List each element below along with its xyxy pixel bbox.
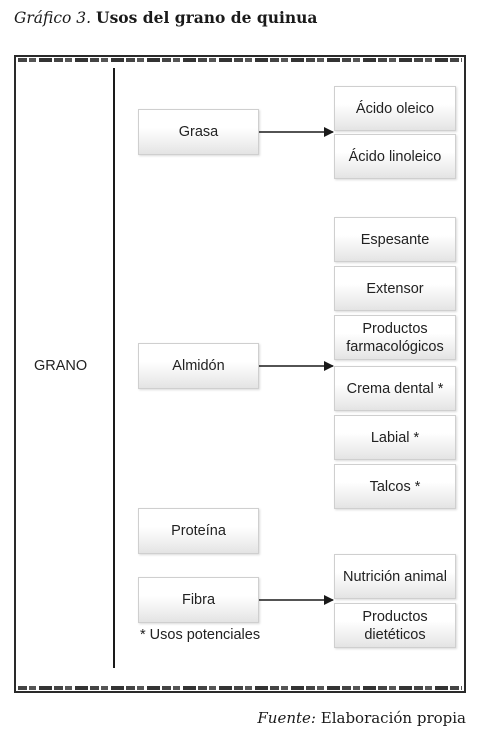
source-label: Fuente:	[257, 709, 316, 727]
use-box-talcos: Talcos *	[334, 464, 456, 509]
use-box-labial: Labial *	[334, 415, 456, 460]
use-box-nutricion-animal: Nutrición animal	[334, 554, 456, 599]
root-vertical-line	[113, 68, 115, 668]
root-label: GRANO	[34, 358, 88, 374]
category-box-proteina: Proteína	[138, 508, 259, 554]
category-box-grasa: Grasa	[138, 109, 259, 155]
use-box-acido-oleico: Ácido oleico	[334, 86, 456, 131]
use-box-espesante: Espesante	[334, 217, 456, 262]
footnote-potential-uses: * Usos potenciales	[140, 627, 261, 643]
source-line: Fuente: Elaboración propia	[257, 709, 466, 727]
chart-title-text: Usos del grano de quinua	[96, 8, 318, 27]
chart-title-number: Gráfico 3.	[14, 9, 92, 27]
use-box-crema-dental: Crema dental *	[334, 366, 456, 411]
use-box-acido-linoleico: Ácido linoleico	[334, 134, 456, 179]
category-box-fibra: Fibra	[138, 577, 259, 623]
chart-title: Gráfico 3. Usos del grano de quinua	[14, 8, 317, 27]
use-box-productos-farmacologicos: Productos farmacológicos	[334, 315, 456, 360]
source-text: Elaboración propia	[320, 709, 466, 727]
use-box-extensor: Extensor	[334, 266, 456, 311]
use-box-productos-dieteticos: Productos dietéticos	[334, 603, 456, 648]
category-box-almidon: Almidón	[138, 343, 259, 389]
diagram-frame	[14, 55, 466, 693]
